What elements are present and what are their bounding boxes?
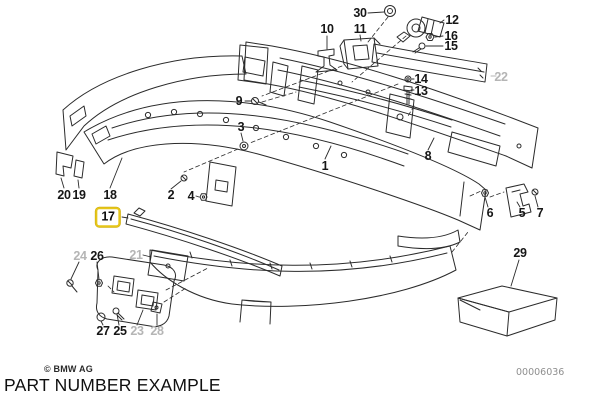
part-label-27[interactable]: 27 [96,323,110,338]
part-label-10[interactable]: 10 [320,21,334,36]
washer-14-icon [404,75,412,83]
license-base-23-part [96,256,177,327]
part-label-13[interactable]: 13 [414,83,428,98]
part-label-19[interactable]: 19 [72,187,86,202]
part-label-30[interactable]: 30 [353,5,367,20]
trim-strip-17-part [125,207,283,277]
front-spoiler-part [149,229,461,325]
nut-6-icon [481,189,489,197]
support-10-part [315,48,338,73]
clip-19-part [73,159,85,179]
part-label-4[interactable]: 4 [187,188,195,203]
part-label-8[interactable]: 8 [424,148,432,163]
part-label-23[interactable]: 23 [130,323,144,338]
part-label-1[interactable]: 1 [321,158,329,173]
copyright-text: © BMW AG [44,364,93,374]
bolt-13-icon [403,85,413,105]
plate-21-part [147,249,189,282]
part-label-25[interactable]: 25 [113,323,127,338]
part-label-14[interactable]: 14 [414,71,428,86]
part-label-16[interactable]: 16 [444,28,458,43]
clip-28-icon [150,301,163,314]
nut-16-icon [425,33,435,41]
part-label-9[interactable]: 9 [235,93,243,108]
part-label-6[interactable]: 6 [486,205,494,220]
part-label-15[interactable]: 15 [444,38,458,53]
part-label-29[interactable]: 29 [513,245,527,260]
part-label-21[interactable]: 21 [129,247,143,262]
part-label-28[interactable]: 28 [150,323,164,338]
part-label-12[interactable]: 12 [445,12,459,27]
nut-4-icon [199,193,208,201]
part-label-7[interactable]: 7 [536,205,544,220]
bolt-15-icon [412,42,426,54]
part-label-5[interactable]: 5 [518,205,526,220]
screw-2-icon [180,174,188,182]
bumper-exploded-diagram-art [55,5,558,337]
bracket-11-part [339,37,381,70]
caption-text: PART NUMBER EXAMPLE [4,375,221,395]
box-29-part [457,285,558,337]
clip-20-part [55,151,74,177]
grommet-30-icon [384,5,396,17]
part-label-11[interactable]: 11 [353,21,367,36]
part-label-20[interactable]: 20 [57,187,71,202]
washer-pump-12-part [396,16,445,43]
screw-7-icon [531,188,539,196]
nut-26-icon [95,279,103,287]
part-label-3[interactable]: 3 [237,119,245,134]
part-label-18[interactable]: 18 [103,187,117,202]
screw-24-icon [66,279,78,293]
part-label-2[interactable]: 2 [167,187,175,202]
washer-3-icon [239,141,249,151]
part-label-22[interactable]: 22 [494,69,508,84]
assembly-dashed-lines [107,16,505,303]
bracket-5-part [505,183,532,218]
part-label-26[interactable]: 26 [90,248,104,263]
diagram-code-text: 00006036 [516,367,565,378]
leader-lines [60,11,539,326]
part-label-17[interactable]: 17 [95,207,121,227]
part-label-24[interactable]: 24 [73,248,87,263]
screw-25-icon [112,307,125,321]
carrier-beam-part [237,41,539,169]
